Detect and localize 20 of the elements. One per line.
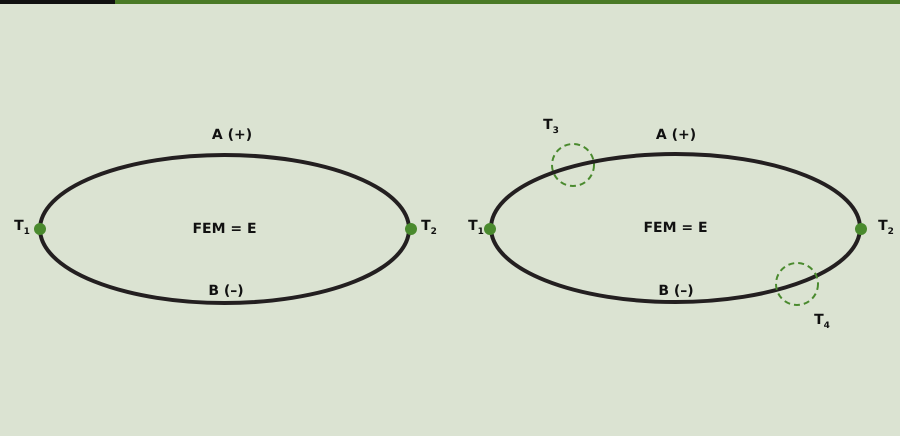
wire-label: B (–) (208, 283, 244, 299)
junction-label: T$_{3}$ (543, 117, 559, 138)
junction-label: T$_{4}$ (814, 312, 830, 333)
junction-dot (855, 223, 867, 235)
junction-circle (551, 143, 595, 187)
wire-loop (38, 153, 411, 305)
wire-label: A (+) (656, 127, 696, 143)
emf-label: FEM = E (192, 221, 257, 237)
junction-label: T$_{2}$ (421, 218, 437, 239)
junction-dot (484, 223, 496, 235)
wire-label: A (+) (212, 127, 252, 143)
wire-label: B (–) (658, 283, 694, 299)
junction-dot (405, 223, 417, 235)
emf-label: FEM = E (643, 220, 708, 236)
junction-label: T$_{2}$ (878, 218, 894, 239)
junction-label: T$_{1}$ (14, 218, 30, 239)
wire-loop (489, 152, 862, 304)
junction-label: T$_{1}$ (468, 218, 484, 239)
junction-circle (775, 262, 819, 306)
junction-dot (34, 223, 46, 235)
